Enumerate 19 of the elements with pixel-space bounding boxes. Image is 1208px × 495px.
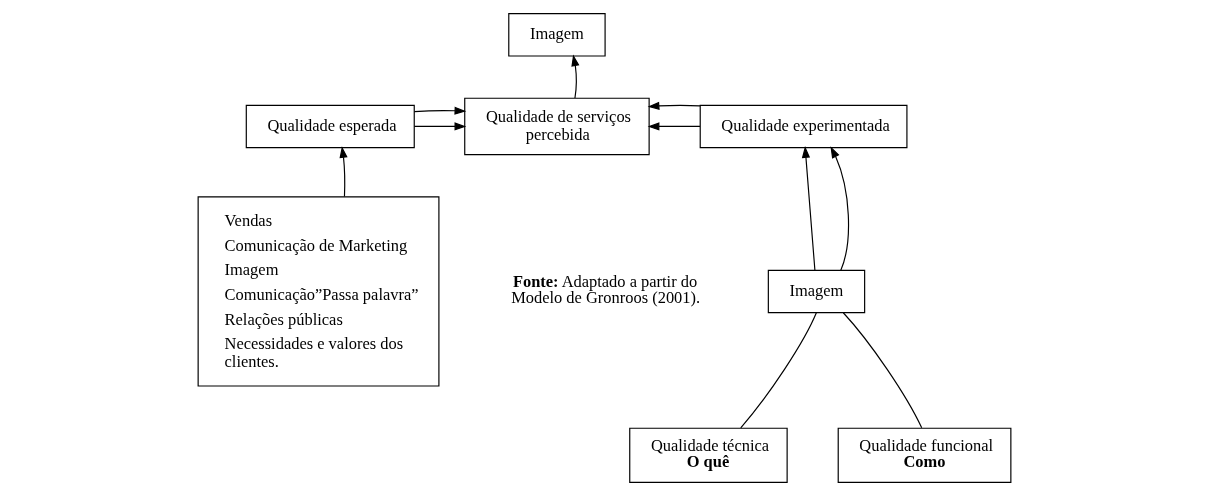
node-box: Qualidade funcional Como	[837, 427, 1011, 483]
node-box: Qualidade esperada	[245, 104, 415, 148]
arrow	[413, 121, 466, 131]
arrow	[339, 145, 348, 197]
node-box: Qualidade experimentada	[699, 104, 907, 148]
node-box: Imagem	[767, 269, 865, 313]
node-box: Qualidade técnica O quê	[628, 427, 788, 483]
arrow	[647, 101, 701, 110]
arrow	[801, 145, 815, 271]
arrow	[829, 145, 849, 271]
arrow	[647, 121, 701, 131]
arrow	[413, 106, 466, 115]
connector	[739, 311, 817, 428]
node-box: Vendas Comunicação de Marketing Imagem Comunicação”Passa palavra” Relações públicas Necessidades e valores dos clientes.	[197, 195, 439, 387]
connector	[842, 311, 922, 428]
node-box: Qualidade de serviços percebida	[463, 97, 650, 155]
arrow	[570, 54, 579, 99]
node-box: Imagem	[507, 12, 606, 57]
label: Fonte: Adaptado a partir do Modelo de Gronroos (2001).	[510, 271, 700, 307]
